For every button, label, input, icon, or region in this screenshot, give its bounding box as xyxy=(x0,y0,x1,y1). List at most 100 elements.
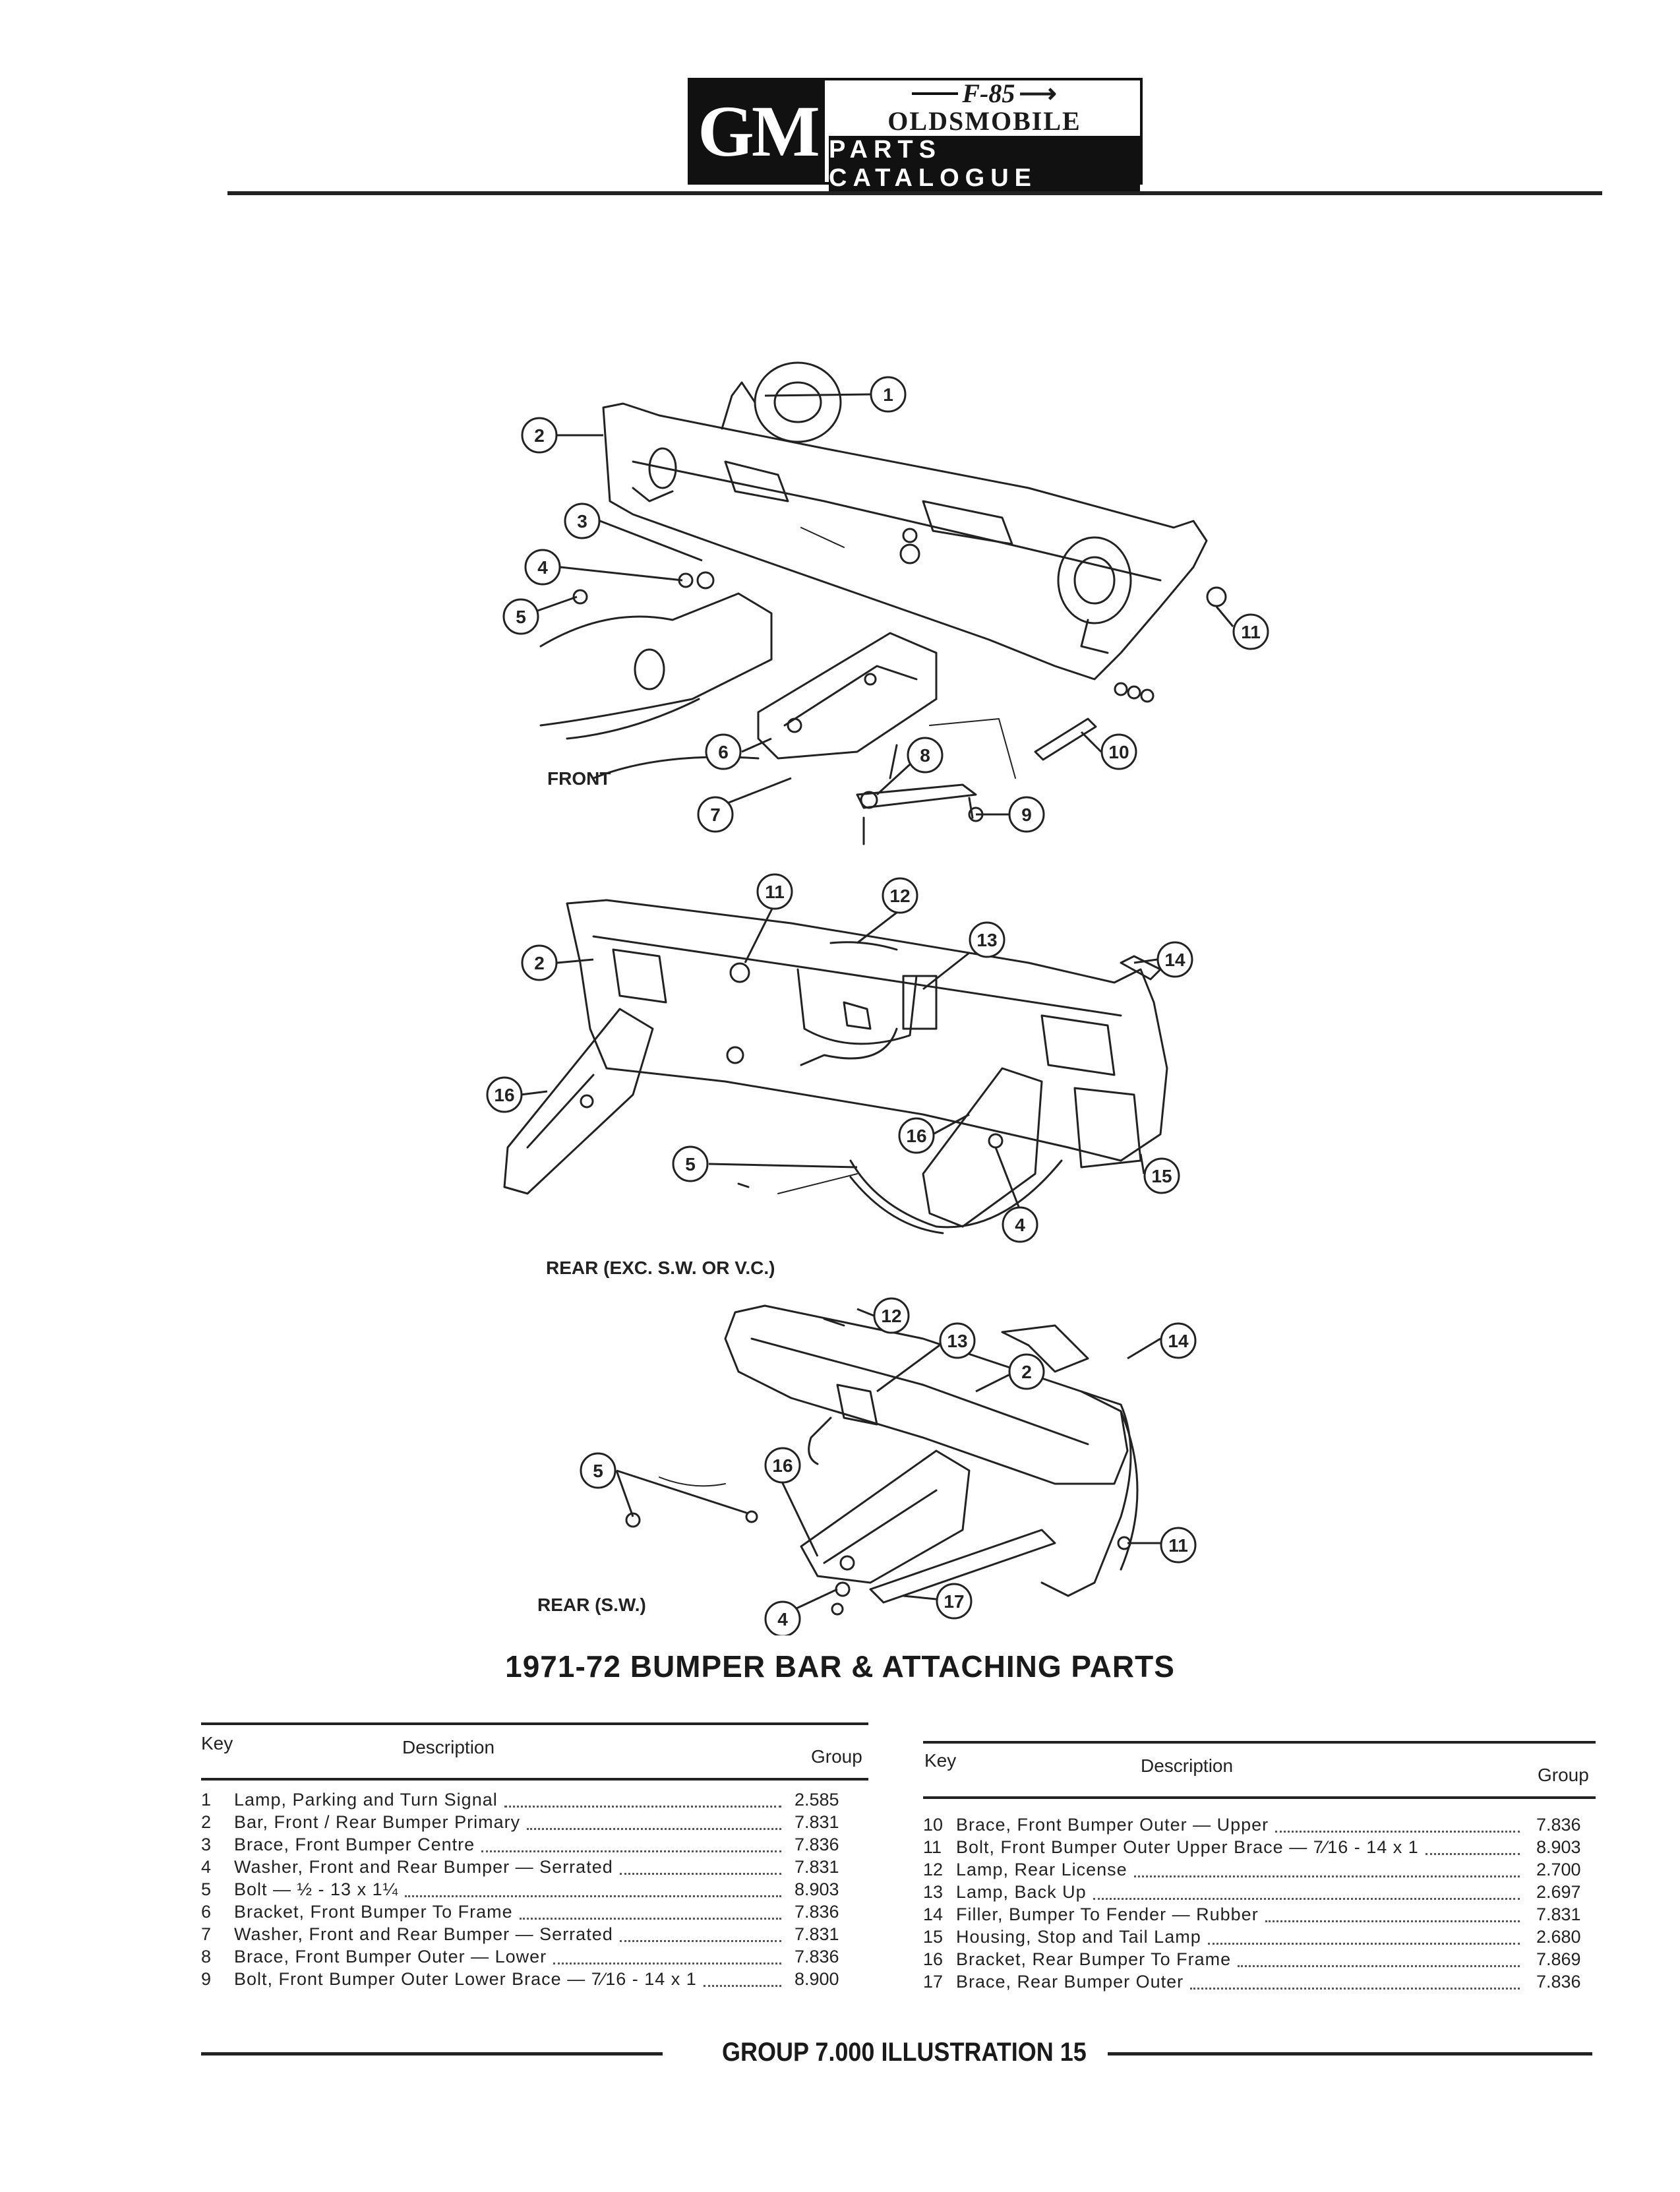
row-key: 12 xyxy=(923,1860,944,1879)
front-view-label: FRONT xyxy=(547,768,611,789)
row-description: Bracket, Front Bumper To Frame xyxy=(234,1902,513,1922)
footer-rule-right xyxy=(1108,2052,1592,2055)
row-description: Lamp, Rear License xyxy=(956,1860,1127,1879)
row-group: 7.836 xyxy=(1536,1815,1581,1835)
row-group: 7.836 xyxy=(795,1947,839,1966)
callout-5: 5 xyxy=(516,607,526,627)
row-group: 8.903 xyxy=(795,1879,839,1899)
callout-11: 11 xyxy=(1241,622,1261,642)
header-right: F-85⟶ OLDSMOBILE PARTS CATALOGUE xyxy=(829,80,1140,193)
callout-7: 7 xyxy=(710,805,721,825)
rear-view-label: REAR (EXC. S.W. OR V.C.) xyxy=(546,1258,775,1278)
row-leader-dots xyxy=(481,1850,781,1852)
callout-1: 1 xyxy=(883,384,893,405)
table-head-group: Group xyxy=(811,1746,862,1767)
row-group: 7.836 xyxy=(795,1902,839,1922)
row-key: 1 xyxy=(201,1790,212,1810)
row-group: 7.831 xyxy=(1536,1904,1581,1924)
row-group: 7.836 xyxy=(795,1835,839,1854)
row-group: 7.831 xyxy=(795,1924,839,1944)
callout-2: 2 xyxy=(1021,1362,1032,1382)
row-key: 14 xyxy=(923,1904,944,1924)
row-key: 16 xyxy=(923,1949,944,1969)
rear-sw-view-label: REAR (S.W.) xyxy=(537,1595,646,1615)
row-key: 2 xyxy=(201,1812,212,1832)
row-key: 6 xyxy=(201,1902,212,1922)
header-rule xyxy=(227,191,1602,195)
row-description: Brace, Front Bumper Outer — Lower xyxy=(234,1947,547,1966)
row-key: 7 xyxy=(201,1924,212,1944)
row-description: Washer, Front and Rear Bumper — Serrated xyxy=(234,1924,613,1944)
table-head-key: Key xyxy=(201,1733,233,1753)
table-head-group: Group xyxy=(1538,1765,1589,1785)
callout-5: 5 xyxy=(593,1461,603,1481)
table-head-description: Description xyxy=(402,1737,495,1757)
row-leader-dots xyxy=(1093,1898,1520,1900)
row-key: 13 xyxy=(923,1882,944,1902)
row-group: 7.831 xyxy=(795,1857,839,1877)
parts-table-left: Key Description Group 1 Lamp, Parking and… xyxy=(201,1722,868,1999)
callout-10: 10 xyxy=(1108,742,1129,762)
model-name: F-85 xyxy=(962,78,1015,108)
callout-5: 5 xyxy=(685,1154,696,1174)
row-leader-dots xyxy=(504,1806,781,1808)
row-key: 17 xyxy=(923,1972,944,1992)
table-row: 14 Filler, Bumper To Fender — Rubber 7.831 xyxy=(923,1904,1596,1927)
row-key: 9 xyxy=(201,1969,212,1989)
row-group: 8.900 xyxy=(795,1969,839,1989)
row-description: Bolt — ½ - 13 x 1¼ xyxy=(234,1879,399,1899)
table-row: 16 Bracket, Rear Bumper To Frame 7.869 xyxy=(923,1949,1596,1972)
row-description: Filler, Bumper To Fender — Rubber xyxy=(956,1904,1259,1924)
row-key: 10 xyxy=(923,1815,944,1835)
row-description: Bracket, Rear Bumper To Frame xyxy=(956,1949,1232,1969)
table-top-rule xyxy=(923,1741,1596,1744)
row-group: 2.700 xyxy=(1536,1860,1581,1879)
arrow-icon: ⟶ xyxy=(1019,78,1057,108)
table-row: 1 Lamp, Parking and Turn Signal 2.585 xyxy=(201,1790,854,1812)
row-leader-dots xyxy=(1425,1853,1520,1855)
table-row: 7 Washer, Front and Rear Bumper — Serrate… xyxy=(201,1924,854,1947)
catalogue-header: GM F-85⟶ OLDSMOBILE PARTS CATALOGUE xyxy=(688,78,1143,193)
row-description: Lamp, Parking and Turn Signal xyxy=(234,1790,498,1810)
row-leader-dots xyxy=(519,1918,781,1920)
callout-14: 14 xyxy=(1168,1331,1189,1351)
row-leader-dots xyxy=(1133,1875,1520,1877)
row-group: 8.903 xyxy=(1536,1837,1581,1857)
page-title: 1971-72 BUMPER BAR & ATTACHING PARTS xyxy=(505,1649,1175,1684)
model-logo: F-85⟶ xyxy=(912,78,1057,108)
catalogue-label: PARTS CATALOGUE xyxy=(829,136,1140,193)
callout-4: 4 xyxy=(537,557,548,578)
row-description: Bolt, Front Bumper Outer Upper Brace — 7… xyxy=(956,1837,1419,1857)
row-group: 2.585 xyxy=(795,1790,839,1810)
row-description: Housing, Stop and Tail Lamp xyxy=(956,1927,1201,1947)
front-bumper-drawing xyxy=(539,361,1227,845)
callout-13: 13 xyxy=(976,930,997,950)
row-leader-dots xyxy=(1265,1920,1520,1922)
row-group: 2.680 xyxy=(1536,1927,1581,1947)
exploded-diagram: 1 2 3 4 5 11 10 6 8 7 9 11 12 13 14 2 16… xyxy=(486,361,1269,1635)
row-key: 11 xyxy=(923,1837,942,1857)
header-top: F-85⟶ OLDSMOBILE xyxy=(829,80,1140,136)
callout-11: 11 xyxy=(765,882,785,902)
row-leader-dots xyxy=(1275,1831,1520,1833)
row-description: Brace, Front Bumper Centre xyxy=(234,1835,475,1854)
callout-11: 11 xyxy=(1168,1535,1188,1556)
row-group: 7.869 xyxy=(1536,1949,1581,1969)
row-key: 4 xyxy=(201,1857,212,1877)
table-row: 12 Lamp, Rear License 2.700 xyxy=(923,1860,1596,1882)
callout-16: 16 xyxy=(772,1455,793,1476)
callout-12: 12 xyxy=(881,1306,901,1326)
callout-13: 13 xyxy=(947,1331,967,1351)
callout-8: 8 xyxy=(920,745,930,766)
row-key: 8 xyxy=(201,1947,212,1966)
callout-14: 14 xyxy=(1164,950,1185,970)
callout-16: 16 xyxy=(494,1085,514,1105)
